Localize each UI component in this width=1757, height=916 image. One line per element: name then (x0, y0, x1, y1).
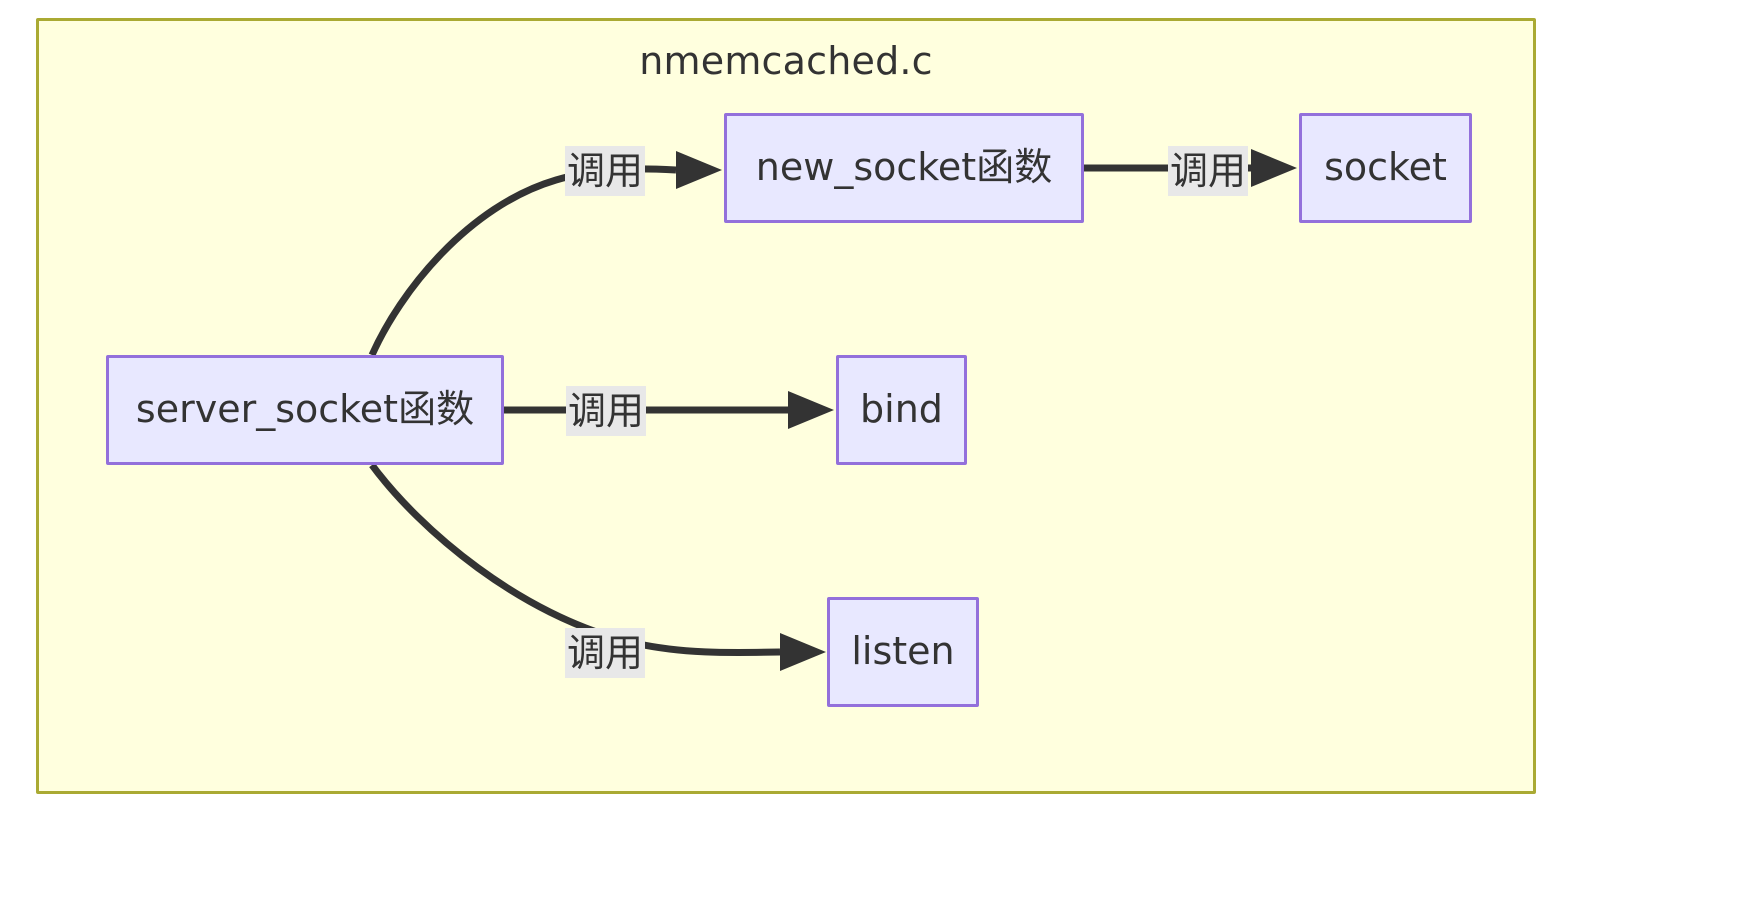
node-listen[interactable]: listen (827, 597, 979, 707)
subgraph-title: nmemcached.c (639, 39, 933, 83)
edge-label-server-socket-to-listen: 调用 (565, 628, 646, 678)
edge-label-server-socket-to-bind: 调用 (566, 386, 647, 436)
node-server-socket[interactable]: server_socket函数 (106, 355, 504, 465)
edge-label-server-socket-to-new-socket: 调用 (565, 146, 646, 196)
node-bind[interactable]: bind (836, 355, 967, 465)
edge-label-new-socket-to-socket: 调用 (1168, 146, 1249, 196)
node-socket[interactable]: socket (1299, 113, 1472, 223)
node-new-socket[interactable]: new_socket函数 (724, 113, 1084, 223)
